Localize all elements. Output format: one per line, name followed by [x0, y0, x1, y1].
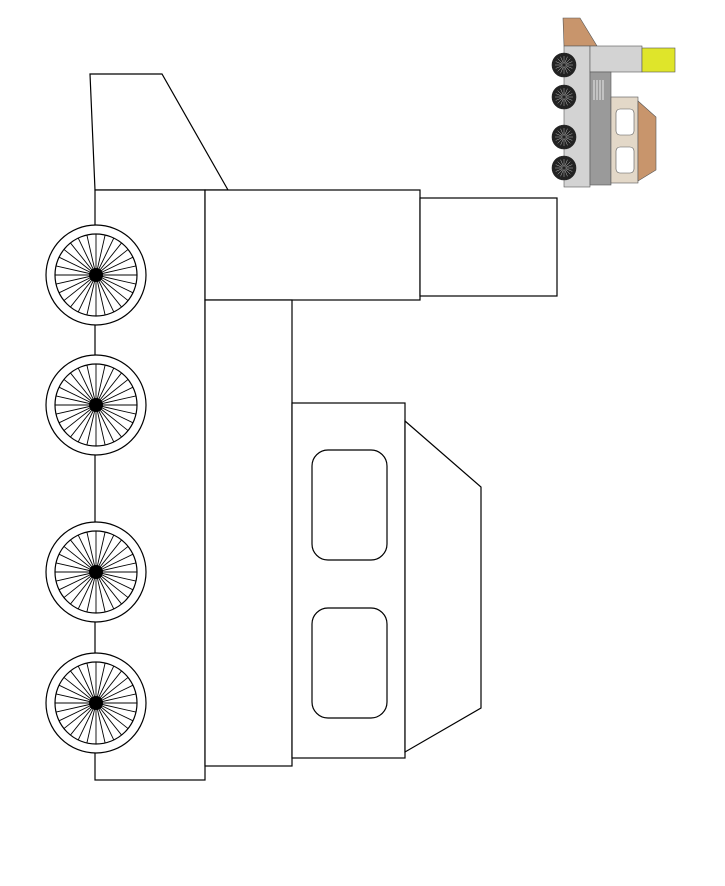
thumb-center-column: [589, 71, 612, 186]
thumb-nozzle: [641, 47, 676, 73]
thumb-top-boom: [589, 45, 643, 73]
upper-window: [311, 449, 388, 561]
wheel-icon: [45, 521, 147, 623]
top-boom: [204, 189, 421, 301]
thumb-nose-cone: [637, 100, 657, 182]
thumb-upper-window: [615, 108, 635, 136]
wheel-group: [45, 224, 147, 754]
thumb-wheel-icon: [551, 84, 577, 110]
tail-fin: [89, 73, 230, 191]
outline-vehicle-drawing: [45, 73, 558, 781]
lower-window: [311, 607, 388, 719]
colored-reference-icon: [551, 17, 676, 188]
thumb-lower-window: [615, 146, 635, 174]
thumb-wheel-group: [551, 52, 577, 181]
thumb-tail-fin: [562, 17, 598, 47]
nose-cone: [404, 419, 482, 754]
wheel-icon: [45, 354, 147, 456]
wheel-icon: [45, 652, 147, 754]
thumb-wheel-icon: [551, 124, 577, 150]
nozzle-box: [419, 197, 558, 297]
thumb-wheel-icon: [551, 155, 577, 181]
wheel-icon: [45, 224, 147, 326]
thumb-wheel-icon: [551, 52, 577, 78]
thumb-vent-lines: [593, 80, 604, 100]
center-column: [204, 299, 293, 767]
